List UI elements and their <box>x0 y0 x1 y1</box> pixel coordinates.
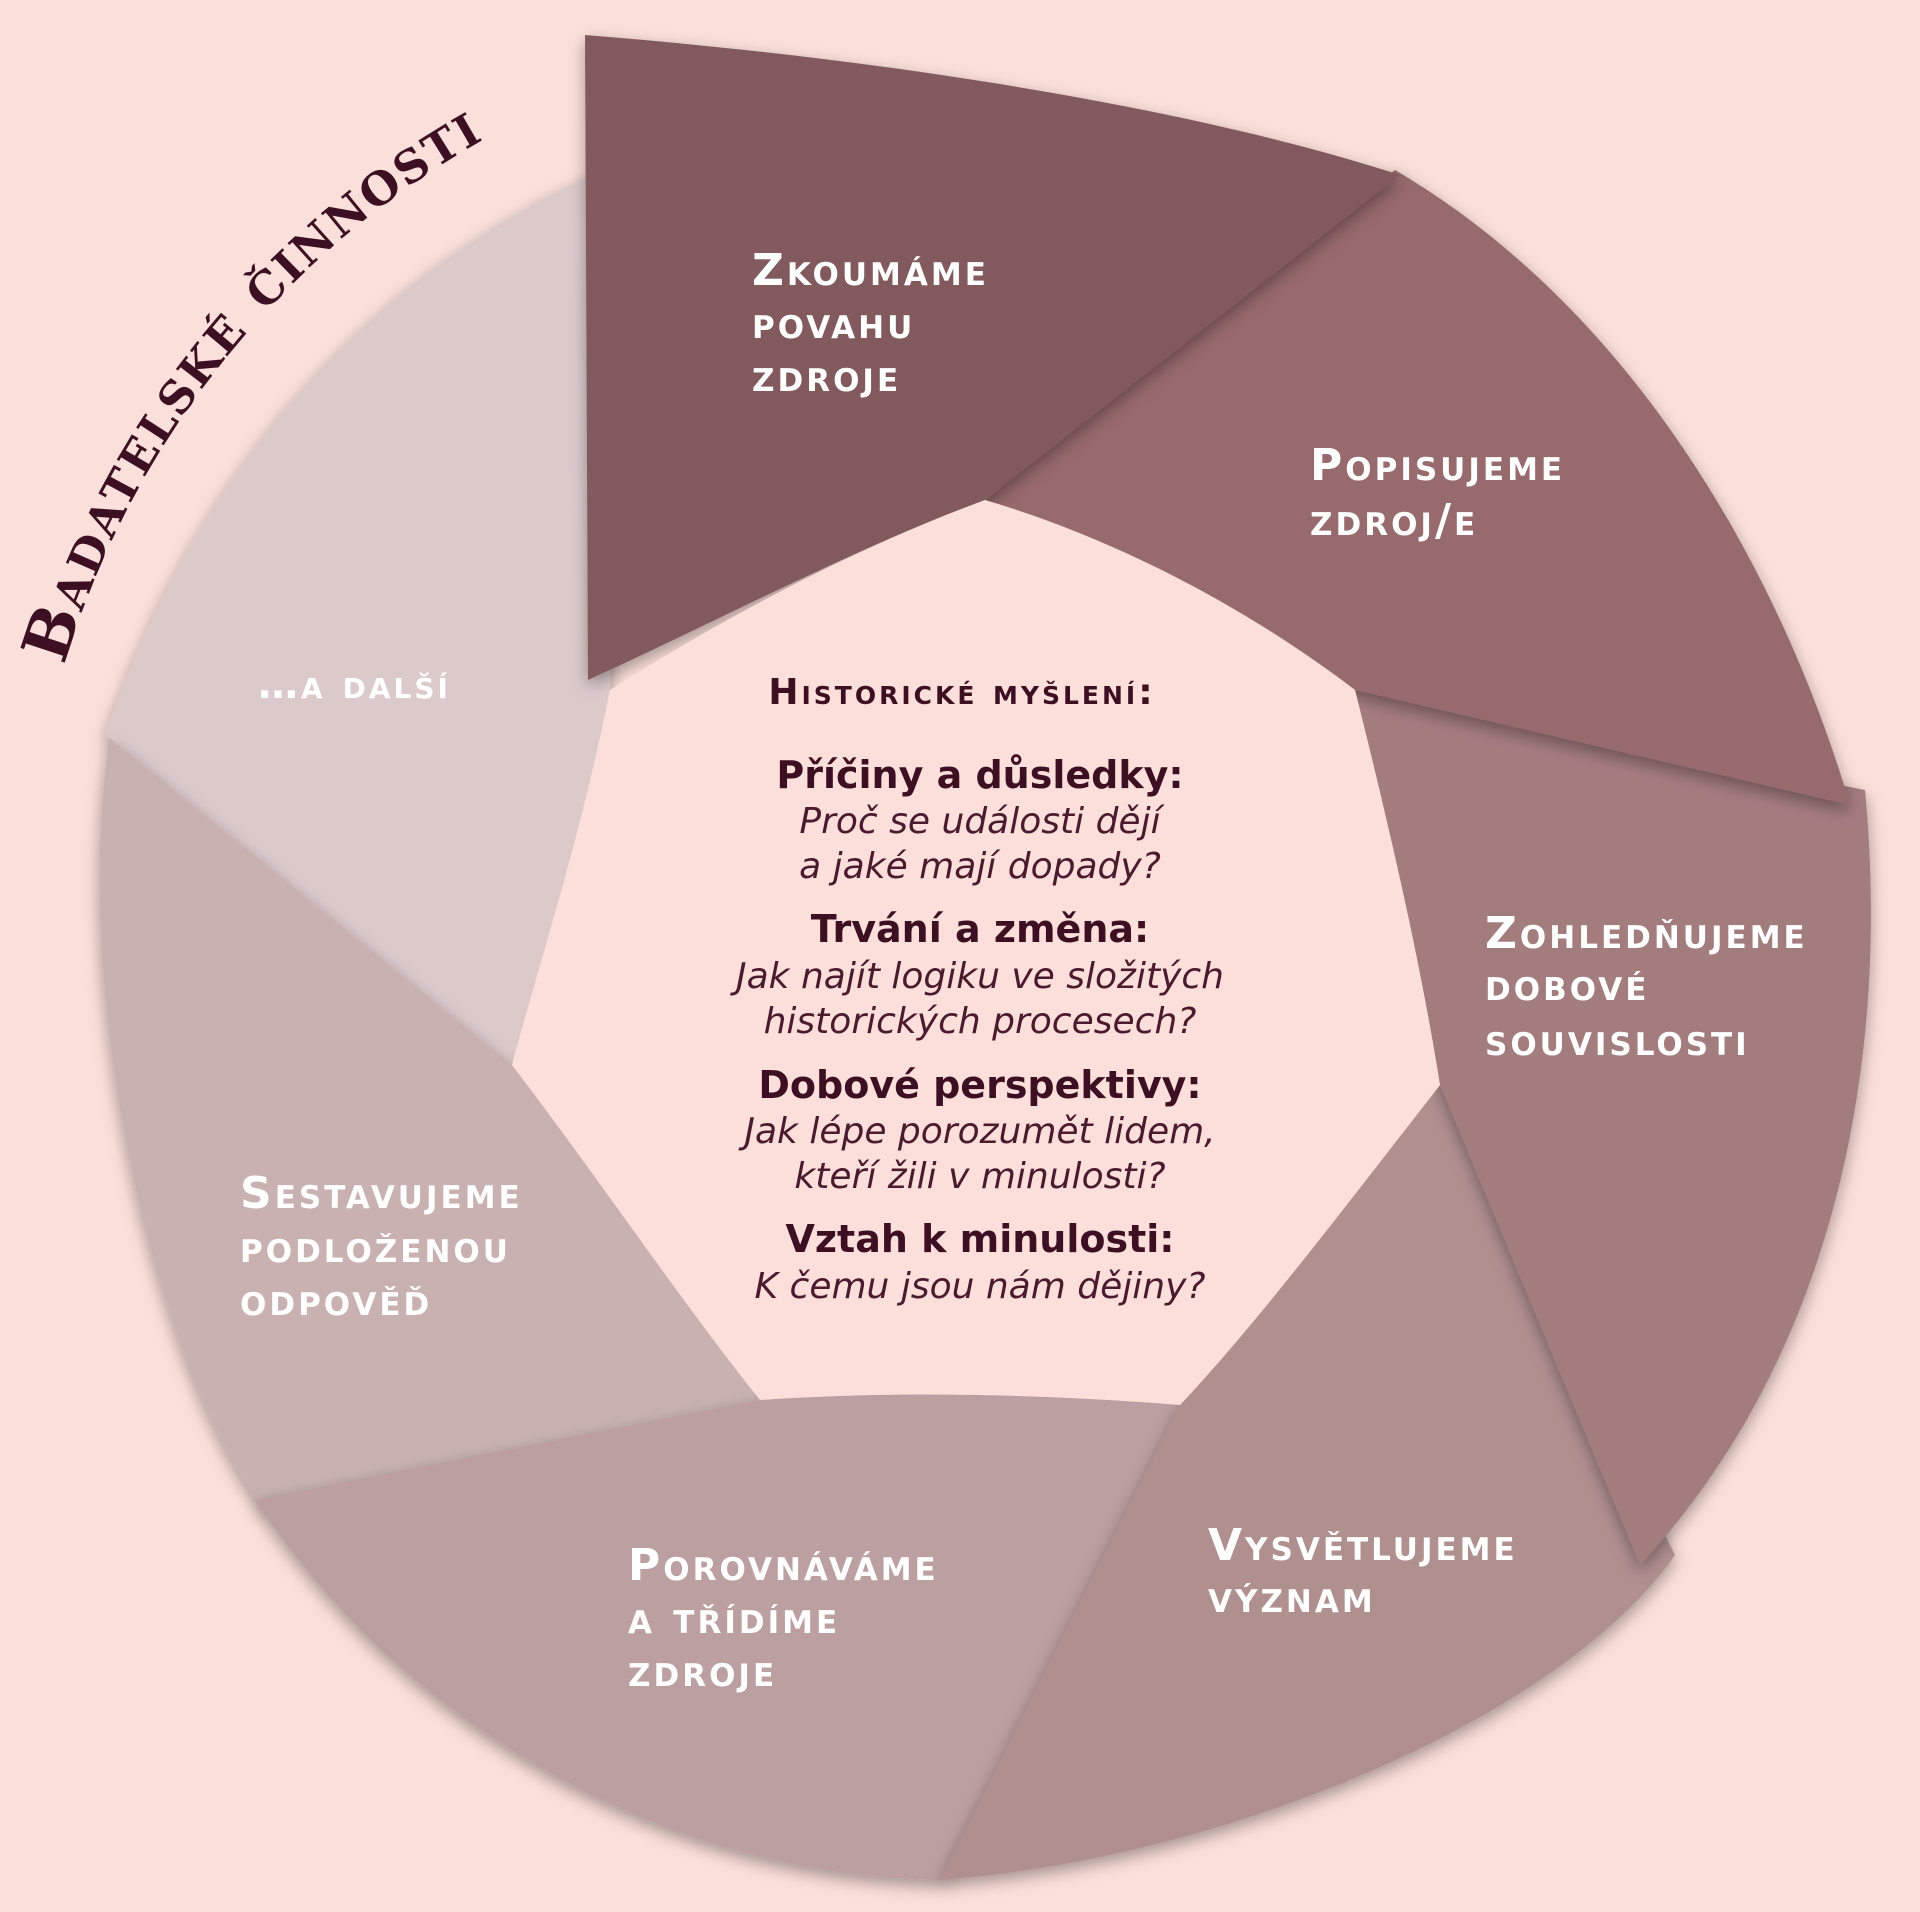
question-text-continuity-2: historických procesech? <box>764 1001 1197 1042</box>
segment-zohlednujeme <box>1355 690 1871 1565</box>
label-porovnavame-line-1: Porovnáváme <box>628 1540 939 1591</box>
center-area <box>512 500 1440 1405</box>
label-popisujeme: Popisujeme zdroj/e <box>1310 440 1565 546</box>
label-vysvetlujeme-line-1: Vysvětlujeme <box>1208 1520 1518 1571</box>
label-zkoumame-line-2: povahu <box>752 298 915 349</box>
question-title-perspectives: Dobové perspektivy: <box>758 1063 1201 1107</box>
label-zkoumame-line-1: Zkoumáme <box>752 245 989 296</box>
segment-zkoumame <box>585 35 1400 680</box>
label-popisujeme-line-2: zdroj/e <box>1310 495 1478 546</box>
label-sestavujeme-line-2: podloženou <box>240 1222 511 1273</box>
label-zkoumame: Zkoumáme povahu zdroje <box>752 245 989 402</box>
label-zkoumame-line-3: zdroje <box>752 351 901 402</box>
label-zohlednujeme: Zohledňujeme dobové souvislosti <box>1485 908 1808 1066</box>
label-sestavujeme: Sestavujeme podloženou odpověď <box>240 1168 523 1326</box>
label-sestavujeme-line-1: Sestavujeme <box>240 1168 523 1219</box>
label-vysvetlujeme: Vysvětlujeme význam <box>1208 1520 1518 1623</box>
question-text-causes-2: a jaké mají dopady? <box>799 846 1161 887</box>
label-zohlednujeme-line-3: souvislosti <box>1485 1015 1750 1066</box>
segment-vysvetlujeme <box>940 1085 1675 1880</box>
question-text-relation-1: K čemu jsou nám dějiny? <box>755 1266 1206 1307</box>
question-title-relation: Vztah k minulosti: <box>786 1217 1175 1261</box>
question-title-continuity: Trvání a změna: <box>811 907 1149 951</box>
center-content: Historické myšlení: Příčiny a důsledky: … <box>730 672 1224 1307</box>
question-text-continuity-1: Jak najít logiku ve složitých <box>730 956 1224 997</box>
label-sestavujeme-line-3: odpověď <box>240 1275 432 1326</box>
segment-sestavujeme <box>99 738 761 1505</box>
segment-dalsi <box>105 165 615 1065</box>
label-vysvetlujeme-line-2: význam <box>1208 1572 1376 1623</box>
label-dalsi-line-1: …a další <box>258 662 451 708</box>
label-popisujeme-line-1: Popisujeme <box>1310 440 1565 491</box>
label-porovnavame: Porovnáváme a třídíme zdroje <box>628 1540 939 1697</box>
center-heading: Historické myšlení: <box>768 672 1155 713</box>
segment-porovnavame <box>255 1394 1180 1880</box>
label-porovnavame-line-3: zdroje <box>628 1646 777 1697</box>
label-zohlednujeme-line-1: Zohledňujeme <box>1485 908 1808 959</box>
label-zohlednujeme-line-2: dobové <box>1485 960 1649 1011</box>
question-text-causes-1: Proč se události dějí <box>799 801 1165 842</box>
question-text-perspectives-1: Jak lépe porozumět lidem, <box>738 1111 1215 1152</box>
question-text-perspectives-2: kteří žili v minulosti? <box>794 1156 1165 1197</box>
question-title-causes: Příčiny a důsledky: <box>776 753 1183 797</box>
label-porovnavame-line-2: a třídíme <box>628 1593 840 1644</box>
label-dalsi: …a další <box>258 662 451 708</box>
